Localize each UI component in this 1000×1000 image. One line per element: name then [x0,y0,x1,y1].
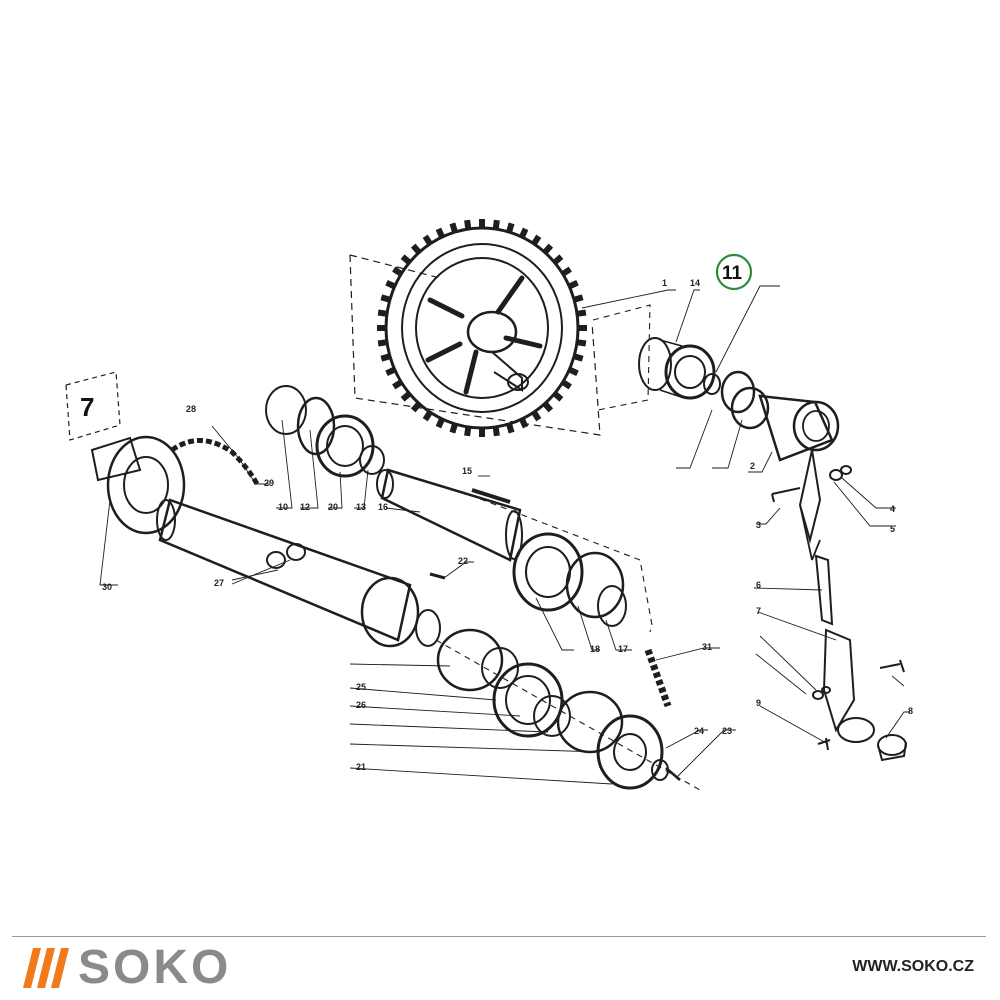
sprocket-tooth [410,401,422,413]
callout-7: 7 [756,606,761,616]
right-bearing-stack [592,304,840,462]
callout-20: 20 [328,502,338,512]
callout-6: 6 [756,580,761,590]
callout-12: 12 [300,502,310,512]
sprocket-tooth [561,379,572,390]
brand-bar-3 [51,948,69,988]
sprocket-tooth [492,426,500,437]
sprocket-tooth [435,227,445,239]
leader-lines [99,285,910,785]
callout-25: 25 [356,682,366,692]
sprocket-tooth [542,401,554,413]
middle-bearing-group [469,494,653,633]
right-bracket-assembly [771,449,907,762]
brand-logo: SOKO [23,941,232,994]
large-sprocket [349,219,601,437]
callout-10: 10 [278,502,288,512]
main-tube-shaft [156,498,446,648]
sprocket-teeth [377,219,587,437]
callout-29: 29 [264,478,274,488]
sprocket-tooth [552,254,564,265]
sprocket-tooth [464,426,472,437]
group-frame-7 [65,371,121,441]
small-sprocket-and-chain [90,435,261,535]
callout-24: 24 [694,726,704,736]
sprocket-tooth [435,417,445,429]
callout-27: 27 [214,578,224,588]
callout-28: 28 [186,404,196,414]
highlight-circle [715,253,753,291]
sprocket-tooth [519,227,529,239]
group-label-7: 7 [80,392,94,422]
sprocket-tooth [519,417,529,429]
callout-30: 30 [102,582,112,592]
callout-5: 5 [890,524,895,534]
sprocket-tooth [492,219,500,230]
brand-mark [23,948,69,988]
input-shaft [376,468,523,562]
sprocket-tooth [400,254,412,265]
callout-26: 26 [356,700,366,710]
lower-bearing-stack [435,628,701,791]
sprocket-tooth [542,243,554,255]
sprocket-tooth [552,391,564,402]
callout-3: 3 [756,520,761,530]
callout-21: 21 [356,762,366,772]
highlighted-part-label: 11 [722,263,743,284]
callout-1: 1 [662,278,667,288]
brand-name: SOKO [78,941,232,994]
callout-14: 14 [690,278,700,288]
callout-16: 16 [378,502,388,512]
callout-2: 2 [750,461,755,471]
chain-segment [644,648,672,708]
left-bearing-group [265,385,385,478]
sprocket-tooth [392,379,403,390]
callout-4: 4 [890,504,895,514]
callout-22: 22 [458,556,468,566]
footer-divider [12,936,986,937]
sprocket-tooth [410,243,422,255]
exploded-parts-diagram: 7 11 1 2 3 4 5 6 7 8 9 10 12 13 14 15 16… [65,219,913,791]
callout-23: 23 [722,726,732,736]
callout-15: 15 [462,466,472,476]
callout-18: 18 [590,644,600,654]
callout-9: 9 [756,698,761,708]
website-link[interactable]: WWW.SOKO.CZ [852,958,974,975]
sprocket-tooth [464,219,472,230]
callout-8: 8 [908,706,913,716]
callout-31: 31 [702,642,712,652]
callout-17: 17 [618,644,628,654]
sprocket-tooth [561,266,572,277]
callout-13: 13 [356,502,366,512]
sprocket-tooth [400,391,412,402]
sprocket-tooth [392,266,403,277]
